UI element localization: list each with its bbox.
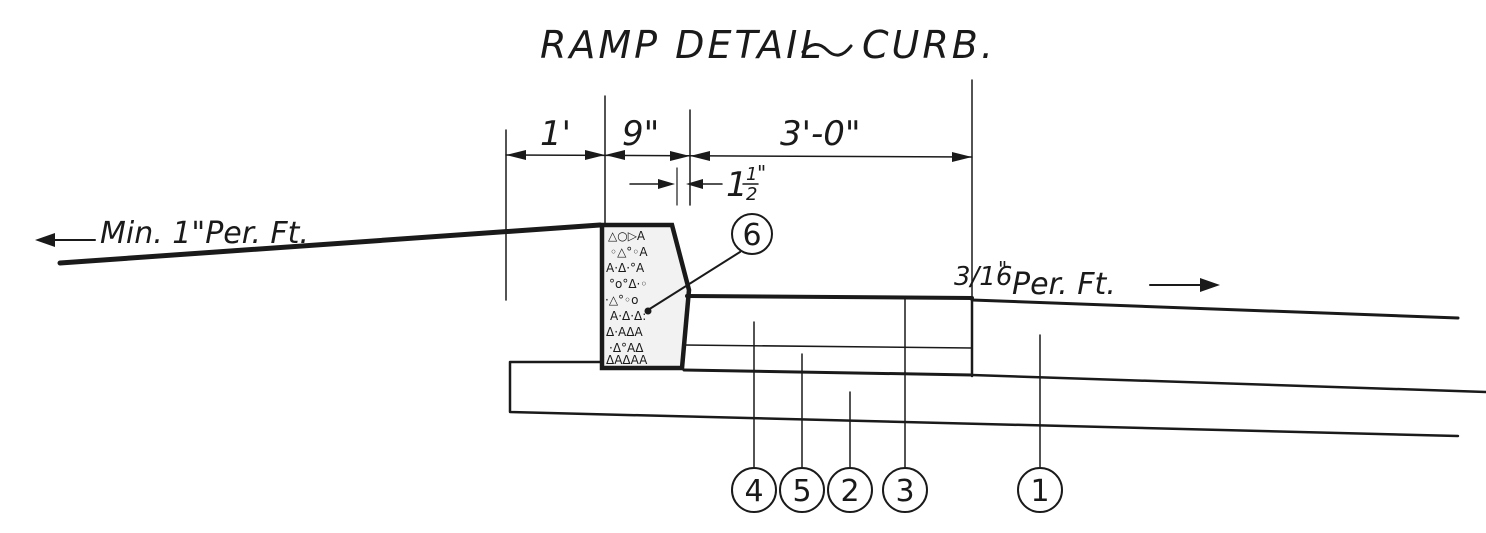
callout-5-label: 5	[792, 474, 811, 509]
callout-6: 6	[731, 213, 773, 255]
curb-section: △○▷A ◦△°◦A A·Δ·°A °o°Δ·◦ ·△°◦o A·Δ·Δ: Δ·…	[599, 222, 692, 371]
callout-2-label: 2	[840, 474, 859, 509]
top-dimension-line	[505, 150, 973, 162]
callout-6-label: 6	[742, 218, 761, 253]
right-slope-unit: "	[998, 257, 1007, 281]
svg-text:·△°◦o: ·△°◦o	[605, 293, 638, 307]
dim-fraction-denominator: 2	[746, 184, 757, 205]
callout-2: 2	[827, 467, 873, 513]
left-ramp-surface	[57, 222, 603, 266]
drawing-title-suffix: CURB.	[862, 23, 996, 67]
aggregate-pattern: △○▷A ◦△°◦A A·Δ·°A °o°Δ·◦ ·△°◦o A·Δ·Δ: Δ·…	[605, 229, 648, 367]
drawing-title: RAMP DETAIL	[540, 23, 825, 67]
dim-fraction-unit: "	[757, 161, 766, 185]
extension-lines	[505, 79, 973, 306]
leader-lines	[644, 251, 1041, 468]
svg-text:Δ·AΔA: Δ·AΔA	[606, 325, 643, 339]
right-slope-note: Per. Ft.	[1012, 267, 1116, 302]
svg-text:◦△°◦A: ◦△°◦A	[610, 245, 648, 259]
callout-3-label: 3	[895, 474, 914, 509]
svg-text:·Δ°AΔ: ·Δ°AΔ	[609, 341, 644, 355]
left-slope-note: Min. 1"Per. Ft.	[100, 216, 309, 251]
left-slope-arrow	[35, 233, 96, 247]
dim-1-foot: 1'	[540, 114, 571, 154]
callout-3: 3	[882, 467, 928, 513]
svg-text:°o°Δ·◦: °o°Δ·◦	[609, 277, 647, 291]
svg-text:△○▷A: △○▷A	[608, 229, 646, 243]
callout-1-label: 1	[1030, 474, 1049, 509]
batter-dimension	[629, 167, 723, 206]
callout-4: 4	[731, 467, 777, 513]
callout-1: 1	[1017, 467, 1063, 513]
pavement-layers	[508, 294, 1486, 438]
right-slope-fraction: 3/16	[954, 262, 1012, 292]
dim-3-foot: 3'-0"	[780, 114, 861, 154]
callout-4-label: 4	[744, 474, 763, 509]
dim-9-inch: 9"	[622, 114, 659, 154]
callout-5: 5	[779, 467, 825, 513]
svg-text:A·Δ·°A: A·Δ·°A	[606, 261, 645, 275]
svg-text:A·Δ·Δ:: A·Δ·Δ:	[610, 309, 646, 323]
tilde-separator	[801, 43, 853, 57]
dim-fraction-whole: 1	[726, 165, 748, 205]
svg-text:ΔAΔAA: ΔAΔAA	[606, 353, 648, 367]
dim-fraction-numerator: 1	[746, 164, 757, 185]
right-slope-arrow	[1149, 278, 1220, 292]
